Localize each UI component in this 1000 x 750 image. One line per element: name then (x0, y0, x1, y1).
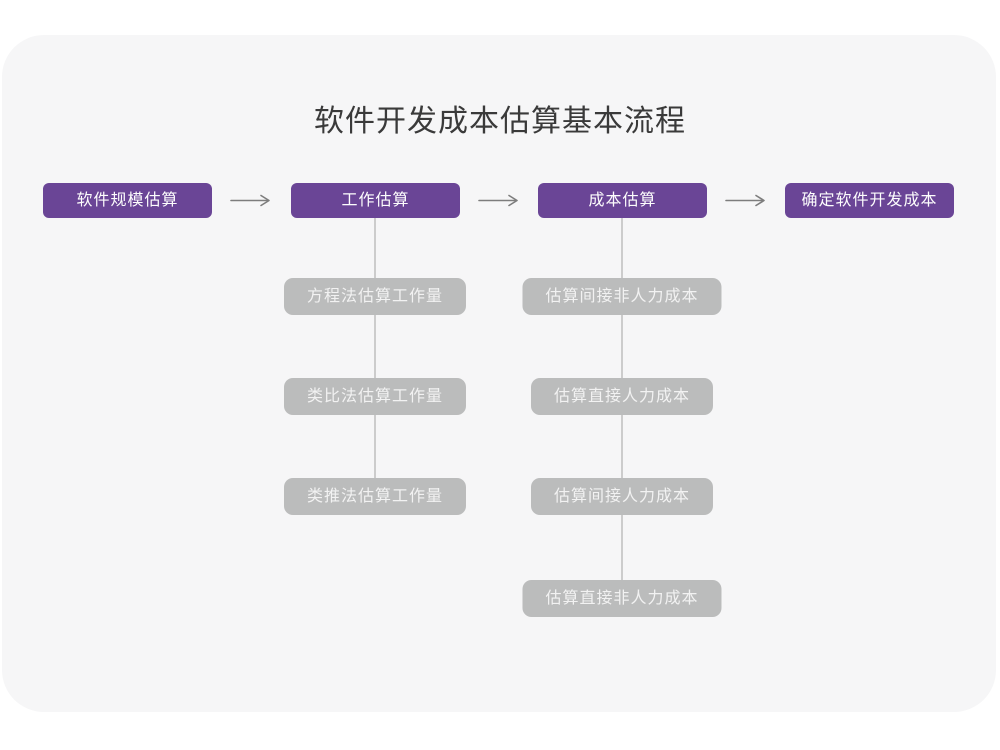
diagram-card (2, 35, 996, 712)
flow-node-determine-dev-cost: 确定软件开发成本 (785, 183, 954, 218)
sub-node-analogy-method: 类比法估算工作量 (283, 378, 467, 415)
page-title: 软件开发成本估算基本流程 (314, 105, 686, 138)
flow-node-work-estimation: 工作估算 (291, 183, 460, 218)
sub-node-indirect-labor-cost: 估算间接人力成本 (530, 478, 714, 515)
sub-node-indirect-nonlabor-cost: 估算间接非人力成本 (522, 278, 722, 315)
sub-node-extrapolation-method: 类推法估算工作量 (283, 478, 467, 515)
flow-node-cost-estimation: 成本估算 (538, 183, 707, 218)
right-arrow-icon (725, 194, 765, 207)
sub-node-direct-nonlabor-cost: 估算直接非人力成本 (522, 580, 722, 617)
flow-node-software-scale-estimation: 软件规模估算 (43, 183, 212, 218)
sub-node-equation-method: 方程法估算工作量 (283, 278, 467, 315)
sub-node-direct-labor-cost: 估算直接人力成本 (530, 378, 714, 415)
right-arrow-icon (230, 194, 270, 207)
connector-line-work (374, 218, 376, 498)
right-arrow-icon (478, 194, 518, 207)
